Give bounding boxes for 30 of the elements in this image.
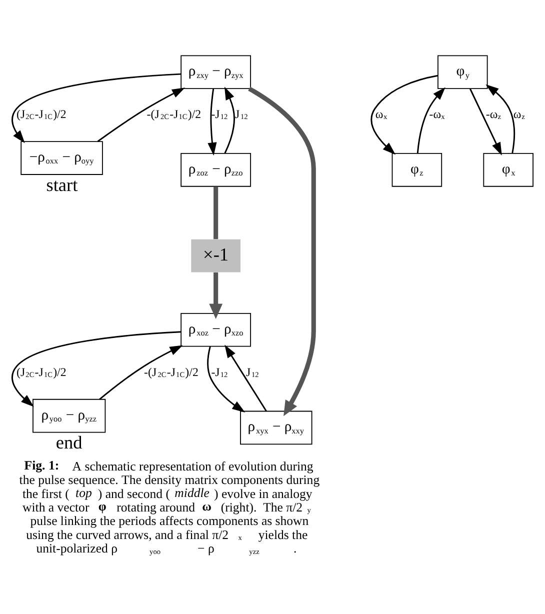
arrow — [486, 84, 516, 153]
edge-label: -J12 — [211, 364, 228, 378]
arrow — [370, 74, 438, 154]
edge-label: ωz — [513, 106, 525, 121]
node-label: start — [46, 174, 78, 194]
edge-label: -ωx — [429, 106, 445, 121]
edge-label: (J2C-J1C)/2 — [16, 364, 66, 378]
edge-label: J12 — [235, 106, 248, 121]
arrow — [99, 344, 183, 400]
edge-label: -(J2C-J1C)/2 — [144, 364, 198, 378]
edge-label: (J2C-J1C)/2 — [16, 106, 66, 121]
arrow — [209, 272, 222, 319]
arrow — [224, 86, 235, 154]
node-label: end — [56, 432, 82, 452]
node-box: ×-1 — [191, 238, 240, 272]
edge-label: J12 — [246, 364, 259, 378]
arrow — [12, 72, 182, 143]
edge-label: -(J2C-J1C)/2 — [146, 106, 202, 121]
arrow — [224, 344, 267, 412]
arrow — [470, 88, 502, 155]
arrow — [207, 346, 246, 412]
arrow — [416, 86, 446, 153]
edge-label: ωx — [375, 106, 388, 121]
edge-label: -J12 — [211, 106, 228, 121]
arrow — [248, 86, 316, 416]
arrow — [208, 88, 217, 156]
arrow — [97, 87, 186, 142]
arrow — [12, 330, 182, 406]
connector — [214, 186, 218, 239]
edge-label: -ωz — [486, 106, 502, 121]
